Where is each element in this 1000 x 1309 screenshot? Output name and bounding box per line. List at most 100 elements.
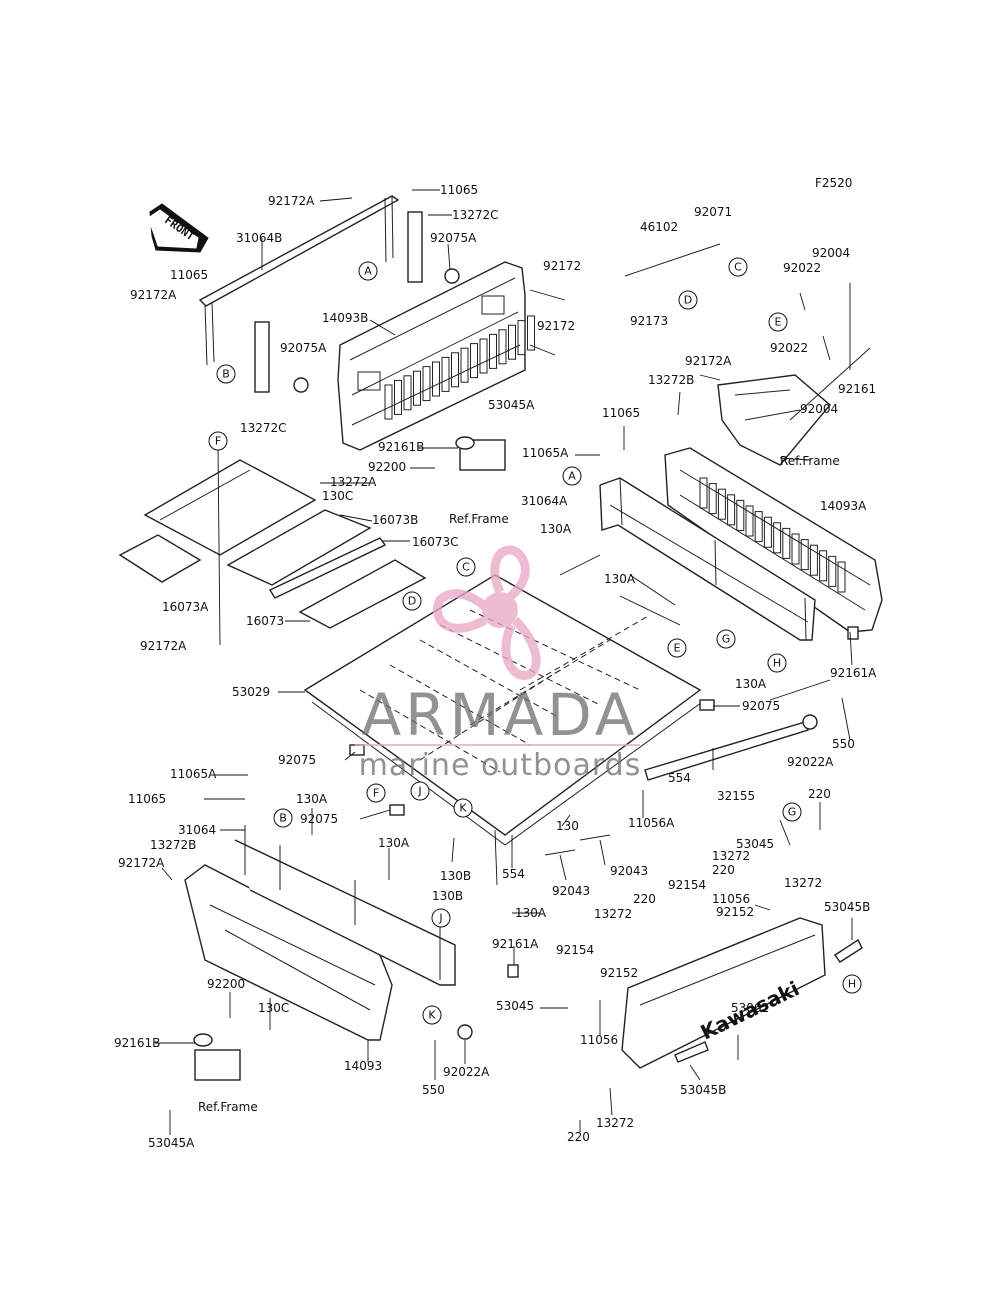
part-label: 130A — [378, 836, 410, 850]
pin-92043-b — [544, 849, 576, 856]
callout-letter: K — [428, 1009, 436, 1022]
part-label: 130A — [604, 572, 636, 586]
part-label: 92004 — [800, 402, 838, 416]
bumper-92075-b — [389, 804, 405, 816]
part-label: 92161B — [378, 440, 424, 454]
part-label: 13272C — [240, 421, 287, 435]
part-label: 53045A — [148, 1136, 195, 1150]
part-label: 53045A — [488, 398, 535, 412]
armada-watermark: ARMADA marine outboards — [355, 545, 642, 783]
panel-rib — [432, 361, 440, 397]
panel-rib — [782, 527, 791, 559]
part-label: 130B — [432, 889, 463, 903]
panel-rib — [394, 379, 402, 415]
panel-rib — [508, 324, 516, 360]
part-label: 16073 — [246, 614, 284, 628]
part-labels: 92172A1106513272C92075A31064B1106592172A… — [114, 183, 877, 1150]
part-label: 92075A — [280, 341, 327, 355]
part-label: 53062 — [731, 1001, 769, 1015]
part-label: 92152 — [716, 905, 754, 919]
panel-rib — [470, 343, 478, 379]
part-label: 220 — [712, 863, 735, 877]
panel-rib — [736, 499, 745, 531]
part-label: 220 — [808, 787, 831, 801]
part-label: 13272B — [648, 373, 694, 387]
callout-circle — [456, 557, 476, 577]
part-label: 92172A — [130, 288, 177, 302]
diagram-code: F2520 — [815, 176, 852, 190]
grommet-92075a-top — [444, 268, 460, 284]
part-label: 14093 — [344, 1059, 382, 1073]
part-label: 11056 — [712, 892, 750, 906]
panel-rib — [479, 338, 488, 374]
panel-rib — [809, 544, 818, 576]
part-label: 92022A — [787, 755, 834, 769]
part-label: 130B — [440, 869, 471, 883]
panel-rib — [422, 366, 431, 402]
panel-rib — [745, 505, 754, 537]
part-label: 92022 — [783, 261, 821, 275]
ref-frame-label: Ref.Frame — [780, 454, 840, 468]
part-label: 11065 — [170, 268, 208, 282]
mat-16073 — [298, 559, 427, 629]
callout-letter: C — [462, 561, 470, 574]
callout-circle — [678, 290, 698, 310]
part-label: 13272B — [150, 838, 196, 852]
panel-rib — [717, 488, 726, 520]
part-label: 16073B — [372, 513, 418, 527]
panel-rib — [527, 315, 535, 351]
callout-letter: B — [222, 368, 230, 381]
rod-92161 — [789, 347, 871, 421]
part-label: 32155 — [717, 789, 755, 803]
panel-rib — [727, 494, 736, 526]
panel-rib — [403, 375, 412, 411]
part-label: 11065 — [602, 406, 640, 420]
part-label: 53045 — [736, 837, 774, 851]
part-label: 16073A — [162, 600, 209, 614]
part-label: 92172 — [537, 319, 575, 333]
tailgate-53062: Kawasaki — [621, 917, 826, 1069]
cable-46102 — [624, 243, 721, 277]
callout-circle — [358, 261, 378, 281]
part-label: 16073C — [412, 535, 459, 549]
part-label: 31064A — [521, 494, 568, 508]
watermark-subtitle: marine outboards — [359, 748, 642, 783]
part-label: 14093B — [322, 311, 368, 325]
part-label: 92172 — [543, 259, 581, 273]
mat-13272a — [143, 459, 317, 556]
part-label: 46102 — [640, 220, 678, 234]
panel-rib — [517, 320, 526, 356]
leader-lines — [155, 189, 853, 1135]
part-label: 92043 — [552, 884, 590, 898]
part-label: 13272 — [596, 1116, 634, 1130]
mat-16073a — [118, 534, 202, 583]
grommet-92075a-left — [293, 377, 309, 393]
part-label: 11065 — [440, 183, 478, 197]
panel-rib — [384, 384, 393, 420]
propeller-icon — [432, 545, 541, 680]
part-label: 92043 — [610, 864, 648, 878]
callout-circle — [273, 808, 293, 828]
part-label: 11065A — [522, 446, 569, 460]
callout-circle — [453, 798, 473, 818]
callout-letter: J — [417, 785, 421, 798]
callout-circle — [716, 629, 736, 649]
part-label: 11056 — [580, 1033, 618, 1047]
part-label: 550 — [832, 737, 855, 751]
part-label: 550 — [422, 1083, 445, 1097]
rear-hinge-bracket — [717, 374, 831, 466]
callout-circle — [842, 974, 862, 994]
side-panel-14093 — [184, 825, 456, 1041]
part-label: 13272 — [594, 907, 632, 921]
callout-circle — [667, 638, 687, 658]
callout-letter: K — [459, 802, 467, 815]
part-label: 92161A — [830, 666, 877, 680]
part-label: 92200 — [368, 460, 406, 474]
callout-letter: E — [775, 316, 782, 329]
part-label: 92172A — [268, 194, 315, 208]
panel-rib — [763, 516, 772, 548]
part-label: 130A — [735, 677, 767, 691]
callout-circle — [728, 257, 748, 277]
